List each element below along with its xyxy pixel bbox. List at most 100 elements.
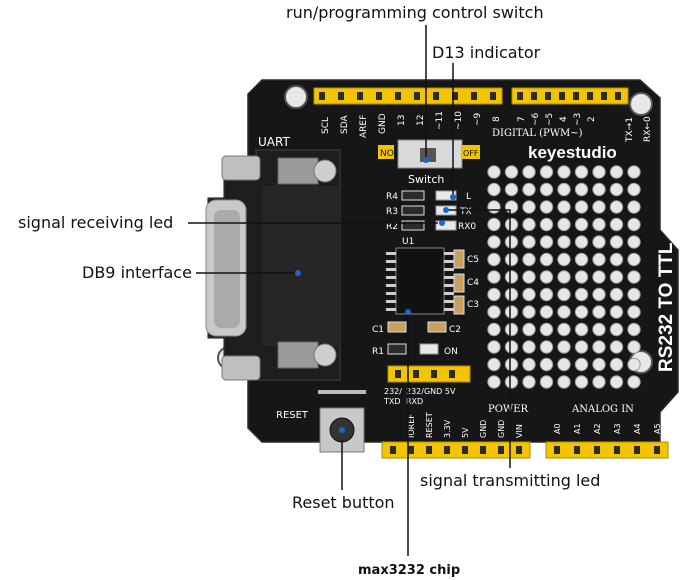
- proto-hole: [487, 322, 501, 337]
- switch-off-label: OFF: [463, 149, 479, 158]
- pin-label: 7: [517, 116, 527, 122]
- c4-label: C4: [467, 278, 479, 288]
- proto-hole: [609, 200, 624, 214]
- c5-label: C5: [467, 255, 479, 265]
- proto-hole: [557, 305, 571, 319]
- proto-hole: [487, 200, 501, 214]
- proto-hole: [592, 270, 606, 284]
- proto-hole: [592, 305, 606, 319]
- sel-c-label: TXD: [383, 397, 401, 406]
- pin-label: SDA: [340, 115, 350, 134]
- pin-label: ~3: [573, 113, 583, 126]
- proto-hole: [504, 340, 519, 354]
- proto-hole: [592, 375, 606, 389]
- proto-hole: [539, 357, 554, 372]
- digital-header-right: [511, 87, 629, 105]
- proto-hole: [574, 235, 589, 249]
- proto-hole: [627, 252, 641, 267]
- power-led: [419, 343, 439, 355]
- u1-label: U1: [402, 237, 414, 247]
- pin-label: ~9: [473, 112, 483, 126]
- proto-hole: [627, 357, 641, 372]
- digital-header-left: [313, 87, 503, 105]
- proto-hole: [609, 357, 624, 372]
- proto-hole: [574, 252, 589, 267]
- proto-hole: [539, 182, 554, 197]
- callout-d13: D13 indicator: [432, 43, 541, 62]
- proto-hole: [609, 287, 624, 302]
- proto-hole: [627, 287, 641, 302]
- reset-label: RESET: [276, 410, 309, 421]
- proto-hole: [539, 375, 554, 389]
- proto-hole: [504, 375, 519, 389]
- proto-hole: [609, 322, 624, 337]
- pin-label: A0: [553, 423, 562, 434]
- proto-hole: [627, 182, 641, 197]
- top-pin-labels: SCL SDA AREF GND 13 12 ~11 ~10 ~9 8 7 ~6…: [321, 111, 653, 143]
- c2-label: C2: [449, 325, 461, 335]
- proto-hole: [487, 287, 501, 302]
- proto-hole: [592, 340, 606, 354]
- max3232-chip: U1: [386, 237, 454, 315]
- proto-hole: [609, 305, 624, 319]
- proto-hole: [627, 270, 641, 284]
- proto-hole: [504, 287, 519, 302]
- proto-hole: [609, 375, 624, 389]
- pin-label: GND: [378, 113, 388, 134]
- led-l-label: L: [466, 192, 471, 202]
- proto-hole: [609, 340, 624, 354]
- callout-rx-led: signal receiving led: [18, 213, 173, 232]
- proto-hole: [522, 287, 536, 302]
- proto-hole: [627, 235, 641, 249]
- pin-label: A5: [653, 423, 662, 434]
- proto-hole: [557, 182, 571, 197]
- led-on-label: ON: [444, 347, 458, 357]
- proto-hole: [522, 182, 536, 197]
- run-programming-switch: NO OFF Switch: [378, 139, 480, 186]
- proto-hole: [592, 165, 606, 179]
- power-header: POWER IOREF RESET 3.3V 5V GND GND VIN: [381, 404, 531, 459]
- proto-hole: [522, 165, 536, 179]
- proto-hole: [522, 357, 536, 372]
- proto-hole: [487, 270, 501, 284]
- proto-hole: [504, 252, 519, 267]
- proto-hole: [627, 322, 641, 337]
- pin-label: AREF: [359, 115, 369, 138]
- proto-hole: [592, 200, 606, 214]
- proto-hole: [557, 235, 571, 249]
- callout-leaders: [188, 25, 511, 556]
- digital-label: DIGITAL (PWM~): [492, 128, 583, 139]
- switch-no-label: NO: [380, 149, 394, 159]
- proto-hole: [609, 165, 624, 179]
- pin-label: A1: [573, 423, 582, 434]
- pin-label: 4: [559, 116, 569, 122]
- proto-hole: [539, 340, 554, 354]
- callout-dots: [295, 157, 456, 433]
- uart-label: UART: [258, 135, 290, 149]
- proto-hole: [592, 287, 606, 302]
- proto-hole: [487, 217, 501, 232]
- sel-a-label: 232/: [384, 387, 402, 396]
- proto-hole: [557, 165, 571, 179]
- proto-hole: [539, 217, 554, 232]
- proto-hole: [574, 375, 589, 389]
- proto-hole: [539, 270, 554, 284]
- proto-hole: [627, 217, 641, 232]
- proto-hole: [522, 217, 536, 232]
- proto-hole: [522, 340, 536, 354]
- proto-hole: [574, 322, 589, 337]
- r3-label: R3: [386, 207, 398, 217]
- proto-hole: [574, 165, 589, 179]
- proto-hole: [627, 305, 641, 319]
- pin-label: A3: [613, 423, 622, 434]
- led-tx-label: TX: [459, 207, 472, 217]
- pin-label: SCL: [321, 117, 331, 134]
- proto-hole: [487, 235, 501, 249]
- brand-logo: keyestudio: [528, 143, 617, 162]
- proto-hole: [609, 182, 624, 197]
- proto-hole: [574, 182, 589, 197]
- proto-hole: [609, 217, 624, 232]
- pin-label: 12: [416, 115, 426, 126]
- proto-hole: [557, 252, 571, 267]
